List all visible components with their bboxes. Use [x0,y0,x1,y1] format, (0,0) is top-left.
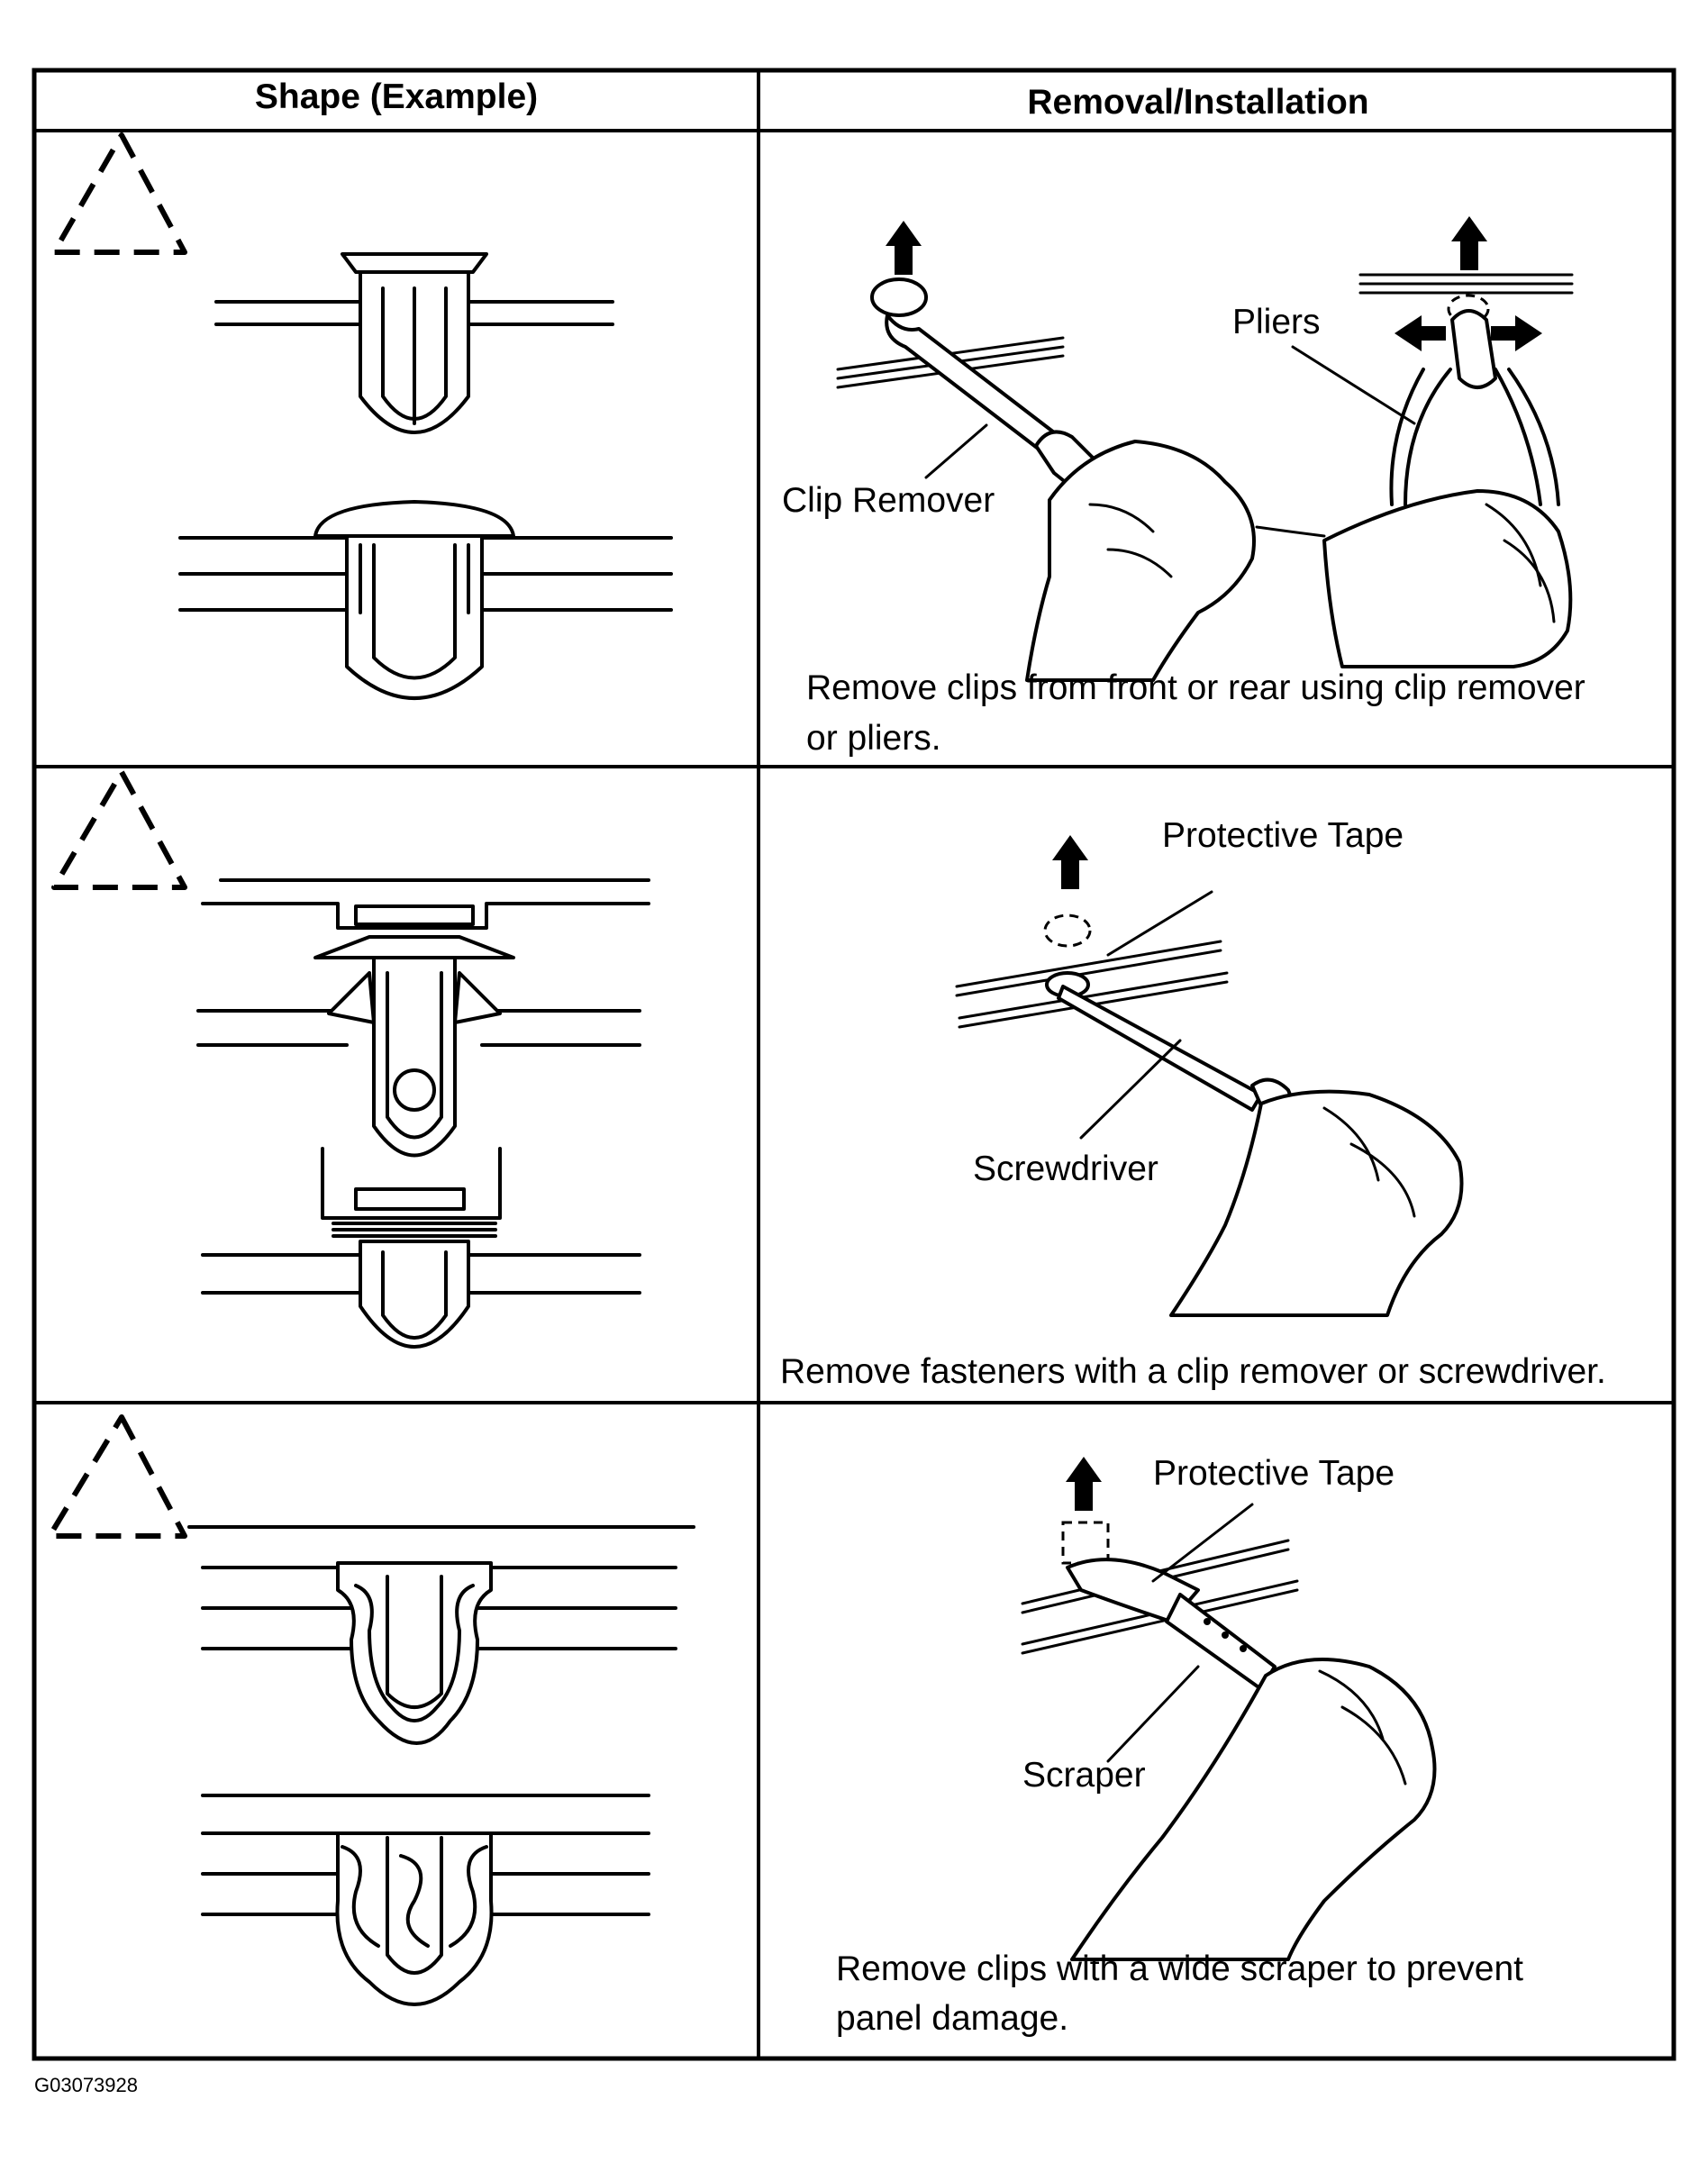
caption-line: Remove clips with a wide scraper to prev… [836,1949,1523,1988]
leader-line-clip-remover [924,423,988,479]
leader-line-pliers [1291,345,1416,425]
clip-shape-2b [201,1147,641,1349]
row-3-removal-cell: Protective Tape Scraper Remove clips wit… [836,1454,1523,2038]
label-clip-remover: Clip Remover [782,481,995,520]
clip-shape-1b [178,500,673,700]
table-grid [32,68,1676,2061]
up-arrow-icon [1066,1457,1102,1511]
column-header-removal: Removal/Installation [1027,83,1368,122]
caution-triangle-icon [51,769,187,890]
row-1-removal-cell: Clip Remover Pliers Remove clips from fr… [782,216,1585,758]
clip-outline [1061,1521,1110,1565]
caution-triangle-icon [47,1414,187,1539]
caption-line: Remove fasteners with a clip remover or … [780,1352,1606,1391]
up-arrow-icon [886,221,922,275]
pliers-tool [1389,294,1560,506]
leader-line-protective-tape [1106,890,1213,957]
row-3-shape-cell [47,1414,695,2006]
figure-code: G03073928 [34,2074,138,2096]
hand-right [1322,489,1573,668]
leader-line-scraper [1106,1665,1200,1763]
hand-screwdriver [1169,1089,1464,1317]
caption-line: Remove clips from front or rear using cl… [806,668,1585,707]
row-2-removal-cell: Protective Tape Screwdriver Remove faste… [780,816,1606,1391]
column-header-shape: Shape (Example) [255,77,538,116]
label-scraper: Scraper [1022,1756,1146,1795]
clip-remover-tool [870,277,1096,493]
scraper-tool [1066,1558,1276,1691]
caution-triangle-icon [51,132,187,255]
clip-shape-3a [187,1525,695,1745]
clip-shape-3b [201,1794,650,2006]
clip-shape-2a [196,878,650,1158]
label-pliers: Pliers [1232,303,1321,341]
clip-shape-1a [214,252,614,434]
up-arrow-icon [1451,216,1487,270]
row-1-shape-cell [51,132,673,700]
up-arrow-icon [1052,835,1088,889]
leader-line-screwdriver [1079,1039,1182,1140]
leader-line-protective-tape [1151,1503,1254,1583]
label-protective-tape: Protective Tape [1162,816,1404,855]
clip-outline [1043,913,1092,948]
caption-line: panel damage. [836,1999,1068,2038]
caption-line: or pliers. [806,719,941,758]
hand-scraper [1070,1658,1437,1961]
hand-left [1025,440,1326,682]
row-2-shape-cell [51,769,650,1349]
label-protective-tape: Protective Tape [1153,1454,1395,1493]
label-screwdriver: Screwdriver [973,1150,1158,1188]
